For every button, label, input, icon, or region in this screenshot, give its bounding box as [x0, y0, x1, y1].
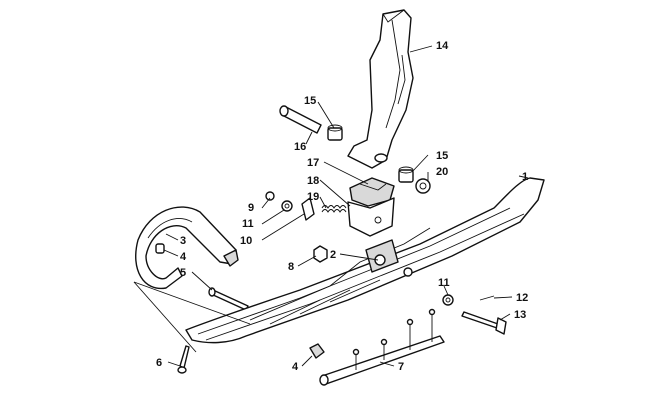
callout-19: 19 [307, 191, 319, 203]
leader-lines [133, 45, 529, 367]
callout-1: 1 [522, 171, 528, 183]
part-3-ski-loop [135, 206, 239, 290]
callout-2: 2 [330, 249, 336, 261]
part-6-screw [177, 345, 190, 374]
callout-10: 10 [240, 235, 252, 247]
part-16-pin [279, 105, 322, 134]
callout-16: 16 [294, 141, 306, 153]
callout-8: 8 [288, 261, 294, 273]
part-20-washer [415, 178, 431, 194]
part-11-washer-right [442, 294, 454, 306]
callout-7: 7 [398, 361, 404, 373]
callout-11-left: 11 [242, 218, 254, 230]
callout-12: 12 [516, 292, 528, 304]
callout-6: 6 [156, 357, 162, 369]
callout-20: 20 [436, 166, 448, 178]
callout-14: 14 [436, 40, 449, 52]
part-19-spring [321, 205, 347, 213]
part-13-bolt [461, 311, 507, 335]
part-4-bushing-lower [309, 343, 325, 359]
callout-labels: 14 15 16 15 20 17 18 19 1 9 11 10 2 8 3 … [156, 40, 528, 373]
part-15-bushing-left [327, 124, 343, 141]
callout-18: 18 [307, 175, 319, 187]
callout-15-right: 15 [436, 150, 448, 162]
part-8-nut [313, 245, 328, 263]
part-11-washer-left [281, 200, 293, 212]
callout-5: 5 [180, 267, 186, 279]
callout-15-left: 15 [304, 95, 316, 107]
callout-9: 9 [248, 202, 254, 214]
part-12-cotter-pin [479, 295, 495, 301]
part-1-ski [185, 177, 545, 344]
part-15-bushing-right [398, 166, 414, 183]
part-18-bracket [347, 197, 395, 237]
callout-4-upper: 4 [180, 251, 187, 263]
callout-13: 13 [514, 309, 526, 321]
callout-17: 17 [307, 157, 319, 169]
part-14-spindle [347, 9, 414, 169]
part-4-bushing-upper [155, 243, 165, 254]
callout-11-right: 11 [438, 277, 450, 289]
part-10-plate [301, 197, 315, 221]
callout-3: 3 [180, 235, 186, 247]
callout-4-lower: 4 [292, 361, 299, 373]
part-5-bolt [208, 287, 249, 311]
part-9-nut [265, 191, 275, 201]
part-7-wear-bar [319, 308, 445, 386]
